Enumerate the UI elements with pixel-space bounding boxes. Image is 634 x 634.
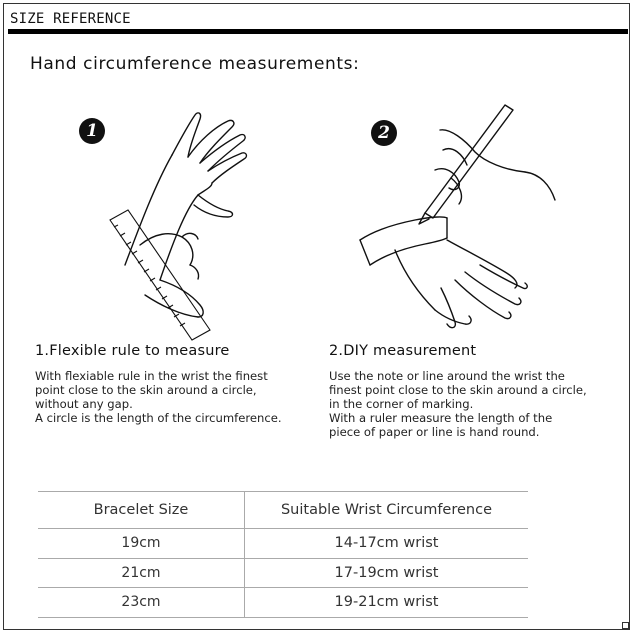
step-1-line: point close to the skin around a circle,	[35, 383, 257, 397]
step-2-line: finest point close to the skin around a …	[329, 383, 587, 397]
step-2-description: Use the note or line around the wrist th…	[329, 369, 587, 439]
hand-measuring-tape-illustration	[109, 112, 248, 341]
step-2-number-badge: 2	[371, 120, 397, 146]
wrist-circumference-cell: 19-21cm wrist	[244, 587, 528, 618]
step-1-line: A circle is the length of the circumfere…	[35, 411, 282, 425]
section-title: Hand circumference measurements:	[30, 54, 360, 74]
header-divider	[8, 29, 628, 34]
step-1-description: With flexiable rule in the wrist the fin…	[35, 369, 282, 425]
column-header-bracelet-size: Bracelet Size	[38, 491, 245, 529]
size-chart-table: Bracelet Size Suitable Wrist Circumferen…	[38, 491, 528, 618]
step-2-number: 2	[378, 123, 390, 143]
page-frame	[3, 3, 630, 630]
step-2-line: piece of paper or line is hand round.	[329, 425, 540, 439]
table-row: 23cm 19-21cm wrist	[38, 587, 528, 618]
step-1-line: With flexiable rule in the wrist the fin…	[35, 369, 268, 383]
step-2-line: Use the note or line around the wrist th…	[329, 369, 565, 383]
bracelet-size-cell: 21cm	[38, 558, 245, 588]
table-header-row: Bracelet Size Suitable Wrist Circumferen…	[38, 491, 528, 529]
step-1-number-badge: 1	[79, 118, 105, 144]
step-2-line: With a ruler measure the length of the	[329, 411, 553, 425]
table-row: 21cm 17-19cm wrist	[38, 558, 528, 588]
resize-handle-icon[interactable]	[622, 622, 629, 629]
bracelet-size-cell: 23cm	[38, 587, 245, 618]
step-1-line: without any gap.	[35, 397, 133, 411]
header-title: SIZE REFERENCE	[10, 11, 131, 27]
step-1-title: 1.Flexible rule to measure	[35, 343, 230, 359]
table-row: 19cm 14-17cm wrist	[38, 528, 528, 559]
step-2-line: in the corner of marking.	[329, 397, 474, 411]
hand-paper-strip-pen-illustration	[359, 104, 556, 329]
wrist-circumference-cell: 17-19cm wrist	[244, 558, 528, 588]
step-1-number: 1	[86, 121, 98, 141]
column-header-wrist-circumference: Suitable Wrist Circumference	[244, 491, 528, 529]
bracelet-size-cell: 19cm	[38, 528, 245, 559]
step-2-title: 2.DIY measurement	[329, 343, 477, 359]
wrist-circumference-cell: 14-17cm wrist	[244, 528, 528, 559]
